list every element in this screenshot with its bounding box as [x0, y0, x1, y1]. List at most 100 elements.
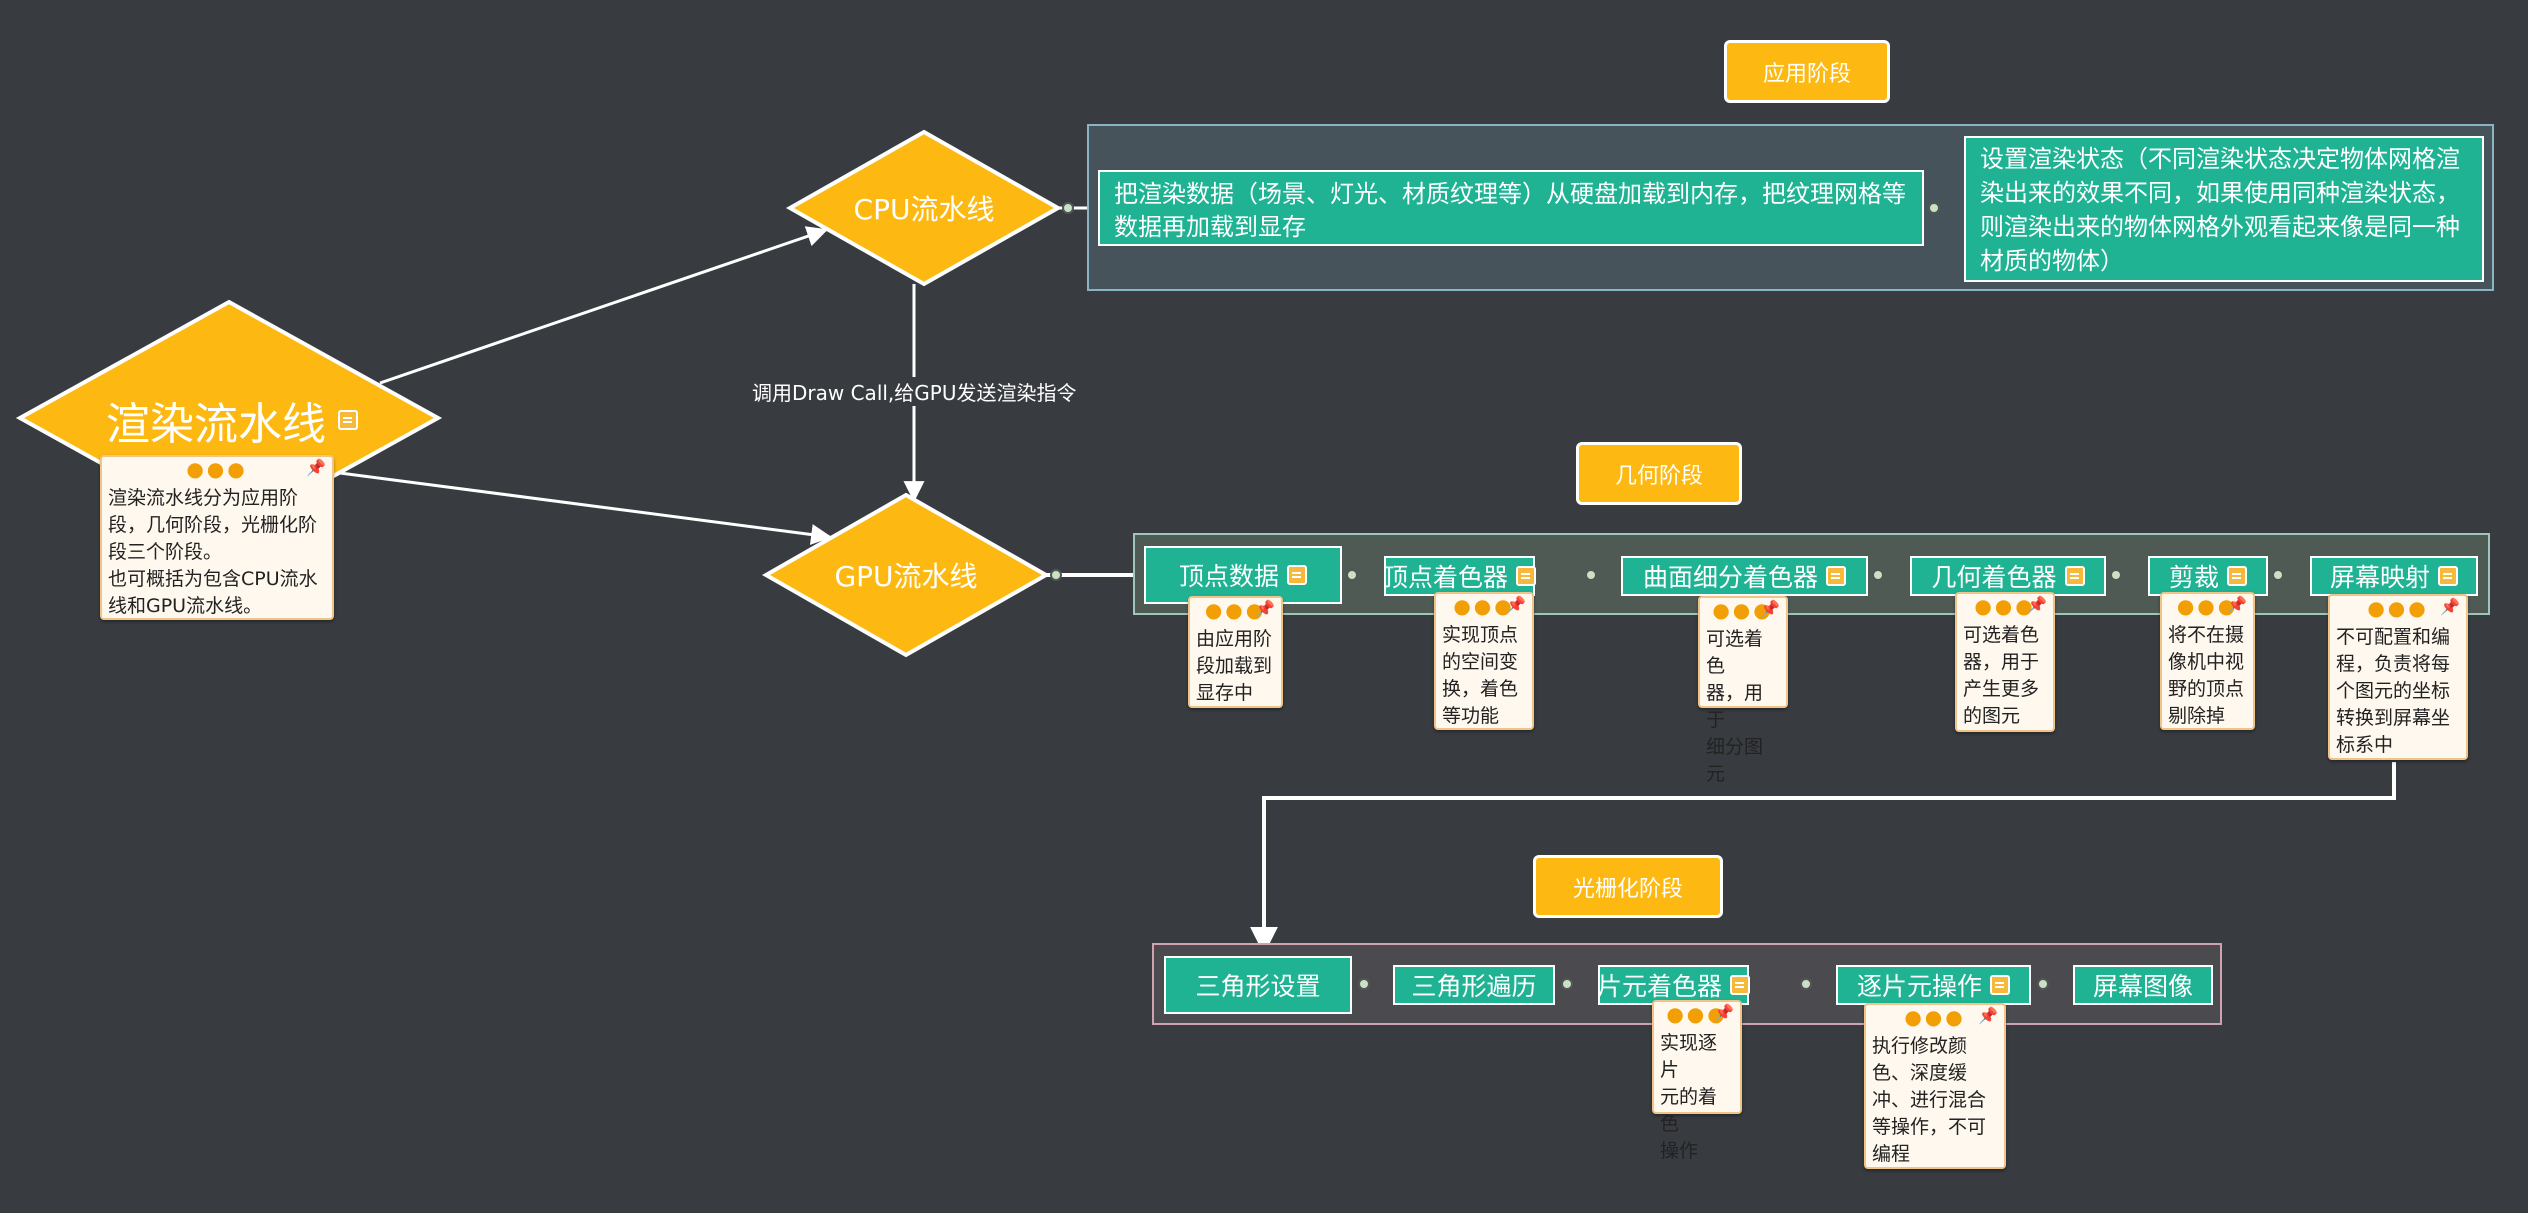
note-line: 可选着色 — [1963, 624, 2040, 646]
geometry-node-screen-mapping[interactable]: 屏幕映射 — [2310, 556, 2478, 596]
geometry-node-geometry-shader[interactable]: 几何着色器 — [1910, 556, 2106, 596]
root-note[interactable]: ●●● 📌 渲染流水线分为应用阶 段，几何阶段，光栅化阶 段三个阶段。 也可概括… — [100, 455, 334, 620]
connector-dot[interactable] — [1872, 569, 1884, 581]
note-line: 由应用阶 — [1196, 628, 1273, 650]
note-line: 标系中 — [2336, 734, 2394, 756]
note-icon[interactable] — [2064, 566, 2085, 586]
note-line: 转换到屏幕坐 — [2336, 707, 2451, 729]
note-line: 等操作，不可 — [1872, 1116, 1987, 1138]
note-line: 细分图元 — [1706, 736, 1764, 785]
per-fragment-ops-note[interactable]: ●●● 📌 执行修改颜 色、深度缓 冲、进行混合 等操作，不可 编程 — [1864, 1003, 2006, 1169]
note-icon[interactable] — [1826, 566, 1846, 586]
app-stage-label[interactable]: 应用阶段 — [1724, 40, 1890, 103]
connector-dot[interactable] — [1062, 202, 1074, 214]
pin-icon[interactable]: 📌 — [306, 458, 326, 477]
note-line: 也可概括为包含CPU流水 — [108, 568, 318, 590]
note-line: 等功能 — [1442, 705, 1500, 727]
note-line: 渲染流水线分为应用阶 — [108, 487, 299, 509]
edge-geometry-raster — [1250, 762, 2396, 955]
more-dots-icon[interactable]: ●●● — [1453, 594, 1515, 618]
pin-icon[interactable]: 📌 — [1978, 1006, 1998, 1025]
raster-stage-label[interactable]: 光栅化阶段 — [1533, 855, 1723, 918]
connector-dot[interactable] — [1050, 569, 1062, 581]
connector-dot[interactable] — [1358, 978, 1370, 990]
pin-icon[interactable]: 📌 — [1506, 595, 1526, 614]
connector-dot[interactable] — [1561, 978, 1573, 990]
note-line: 段加载到 — [1196, 655, 1273, 677]
connector-dot[interactable] — [2110, 569, 2122, 581]
note-line: 剔除掉 — [2168, 705, 2226, 727]
note-line: 冲、进行混合 — [1872, 1089, 1987, 1111]
note-line: 的图元 — [1963, 705, 2021, 727]
geometry-shader-note[interactable]: ●●● 📌 可选着色 器，用于 产生更多 的图元 — [1955, 592, 2055, 732]
node-label: 逐片元操作 — [1856, 972, 1982, 1001]
note-icon[interactable] — [1990, 975, 2010, 995]
cpu-label: CPU流水线 — [853, 193, 995, 226]
pin-icon[interactable]: 📌 — [2227, 595, 2247, 614]
note-icon[interactable] — [1730, 975, 1751, 995]
edge-root-cpu — [379, 226, 828, 385]
node-label: 三角形设置 — [1195, 972, 1321, 1001]
pin-icon[interactable]: 📌 — [2440, 597, 2460, 616]
more-dots-icon[interactable]: ●●● — [1904, 1005, 1966, 1029]
note-line: 段，几何阶段，光栅化阶 — [108, 514, 318, 536]
more-dots-icon[interactable]: ●●● — [1974, 594, 2036, 618]
more-dots-icon[interactable]: ●●● — [1204, 598, 1267, 622]
cpu-diamond[interactable] — [785, 129, 1063, 287]
note-icon[interactable] — [1516, 566, 1537, 586]
connector-dot[interactable] — [1928, 202, 1940, 214]
note-line: 实现顶点 — [1442, 624, 1519, 646]
raster-node-per-fragment-ops[interactable]: 逐片元操作 — [1836, 965, 2031, 1005]
pin-icon[interactable]: 📌 — [2027, 595, 2047, 614]
note-icon[interactable] — [338, 410, 358, 430]
note-icon[interactable] — [1287, 565, 1307, 585]
note-line: 线和GPU流水线。 — [108, 595, 263, 617]
raster-node-triangle-traversal[interactable]: 三角形遍历 — [1393, 965, 1555, 1005]
note-line: 段三个阶段。 — [108, 541, 223, 563]
edge-root-gpu — [339, 471, 833, 545]
note-line: 编程 — [1872, 1143, 1911, 1165]
geometry-stage-label[interactable]: 几何阶段 — [1576, 442, 1742, 505]
tessellation-shader-note[interactable]: ●●● 📌 可选着色 器，用于 细分图元 — [1698, 596, 1788, 785]
fragment-shader-note[interactable]: ●●● 📌 实现逐片 元的着色 操作 — [1652, 1000, 1742, 1162]
connector-dot[interactable] — [2037, 978, 2049, 990]
note-line: 程，负责将每 — [2336, 653, 2451, 675]
root-label-wrap: 渲染流水线 — [106, 388, 358, 452]
note-line: 操作 — [1660, 1140, 1699, 1162]
pin-icon[interactable]: 📌 — [1714, 1003, 1734, 1022]
connector-dot[interactable] — [1585, 569, 1597, 581]
node-label: 曲面细分着色器 — [1642, 563, 1818, 592]
gpu-diamond[interactable] — [761, 492, 1051, 658]
connector-dot[interactable] — [1800, 978, 1812, 990]
geometry-node-tessellation-shader[interactable]: 曲面细分着色器 — [1621, 556, 1868, 596]
note-line: 元的着色 — [1660, 1086, 1718, 1135]
note-line: 像机中视 — [2168, 651, 2245, 673]
vertex-shader-note[interactable]: ●●● 📌 实现顶点 的空间变 换，着色 等功能 — [1434, 592, 1534, 730]
note-icon[interactable] — [2227, 566, 2247, 586]
node-label: 顶点数据 — [1178, 562, 1279, 591]
pin-icon[interactable]: 📌 — [1255, 599, 1275, 618]
more-dots-icon[interactable]: ●●● — [186, 457, 248, 481]
note-icon[interactable] — [2438, 566, 2458, 586]
app-node-load-data[interactable]: 把渲染数据（场景、灯光、材质纹理等）从硬盘加载到内存，把纹理网格等数据再加载到显… — [1098, 170, 1924, 246]
connector-dot[interactable] — [1346, 569, 1358, 581]
more-dots-icon[interactable]: ●●● — [2367, 596, 2429, 620]
note-line: 野的顶点 — [2168, 678, 2245, 700]
note-line: 器，用于 — [1963, 651, 2040, 673]
more-dots-icon[interactable]: ●●● — [1666, 1002, 1728, 1026]
connector-dot[interactable] — [2272, 569, 2284, 581]
geometry-node-clipping[interactable]: 剪裁 — [2148, 556, 2268, 596]
pin-icon[interactable]: 📌 — [1760, 599, 1780, 618]
raster-node-fragment-shader[interactable]: 片元着色器 — [1597, 965, 1751, 1005]
vertex-data-note[interactable]: ●●● 📌 由应用阶 段加载到 显存中 — [1188, 596, 1283, 708]
node-label: 三角形遍历 — [1411, 972, 1537, 1001]
app-node-render-state[interactable]: 设置渲染状态（不同渲染状态决定物体网格渲染出来的效果不同，如果使用同种渲染状态，… — [1964, 136, 2484, 282]
node-label: 几何着色器 — [1931, 563, 2057, 592]
raster-node-screen-image[interactable]: 屏幕图像 — [2073, 965, 2213, 1005]
screen-mapping-note[interactable]: ●●● 📌 不可配置和编 程，负责将每 个图元的坐标 转换到屏幕坐 标系中 — [2328, 594, 2468, 760]
more-dots-icon[interactable]: ●●● — [2176, 594, 2239, 618]
raster-node-triangle-setup[interactable]: 三角形设置 — [1164, 956, 1352, 1014]
clipping-note[interactable]: ●●● 📌 将不在摄 像机中视 野的顶点 剔除掉 — [2160, 592, 2255, 730]
geometry-node-vertex-shader[interactable]: 顶点着色器 — [1383, 556, 1537, 596]
more-dots-icon[interactable]: ●●● — [1712, 598, 1774, 622]
